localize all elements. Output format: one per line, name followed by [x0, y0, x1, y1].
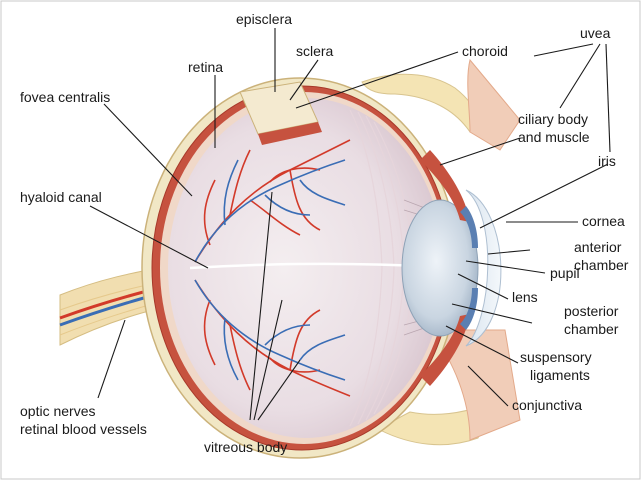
- label-choroid: choroid: [462, 43, 508, 59]
- label-ciliary-body-line1: ciliary body: [518, 111, 588, 127]
- label-sclera: sclera: [296, 43, 334, 59]
- label-anterior-line2: chamber: [574, 257, 629, 273]
- label-fovea-centralis: fovea centralis: [20, 89, 110, 105]
- label-episclera: episclera: [236, 11, 292, 27]
- label-ciliary-body-line2: and muscle: [518, 129, 590, 145]
- label-posterior-line1: posterior: [564, 303, 619, 319]
- label-pupil: pupil: [550, 265, 580, 281]
- label-hyaloid-canal: hyaloid canal: [20, 189, 102, 205]
- label-conjunctiva: conjunctiva: [512, 397, 582, 413]
- label-suspensory-line1: suspensory: [520, 349, 592, 365]
- label-cornea: cornea: [582, 213, 625, 229]
- label-iris: iris: [598, 153, 616, 169]
- label-vitreous-body: vitreous body: [204, 439, 287, 455]
- label-anterior-line1: anterior: [574, 239, 622, 255]
- label-posterior-line2: chamber: [564, 321, 619, 337]
- label-lens: lens: [512, 289, 538, 305]
- label-uvea: uvea: [580, 25, 611, 41]
- label-optic-line2: retinal blood vessels: [20, 421, 147, 437]
- label-retina: retina: [188, 59, 223, 75]
- label-optic-line1: optic nerves: [20, 403, 95, 419]
- label-suspensory-line2: ligaments: [530, 367, 590, 383]
